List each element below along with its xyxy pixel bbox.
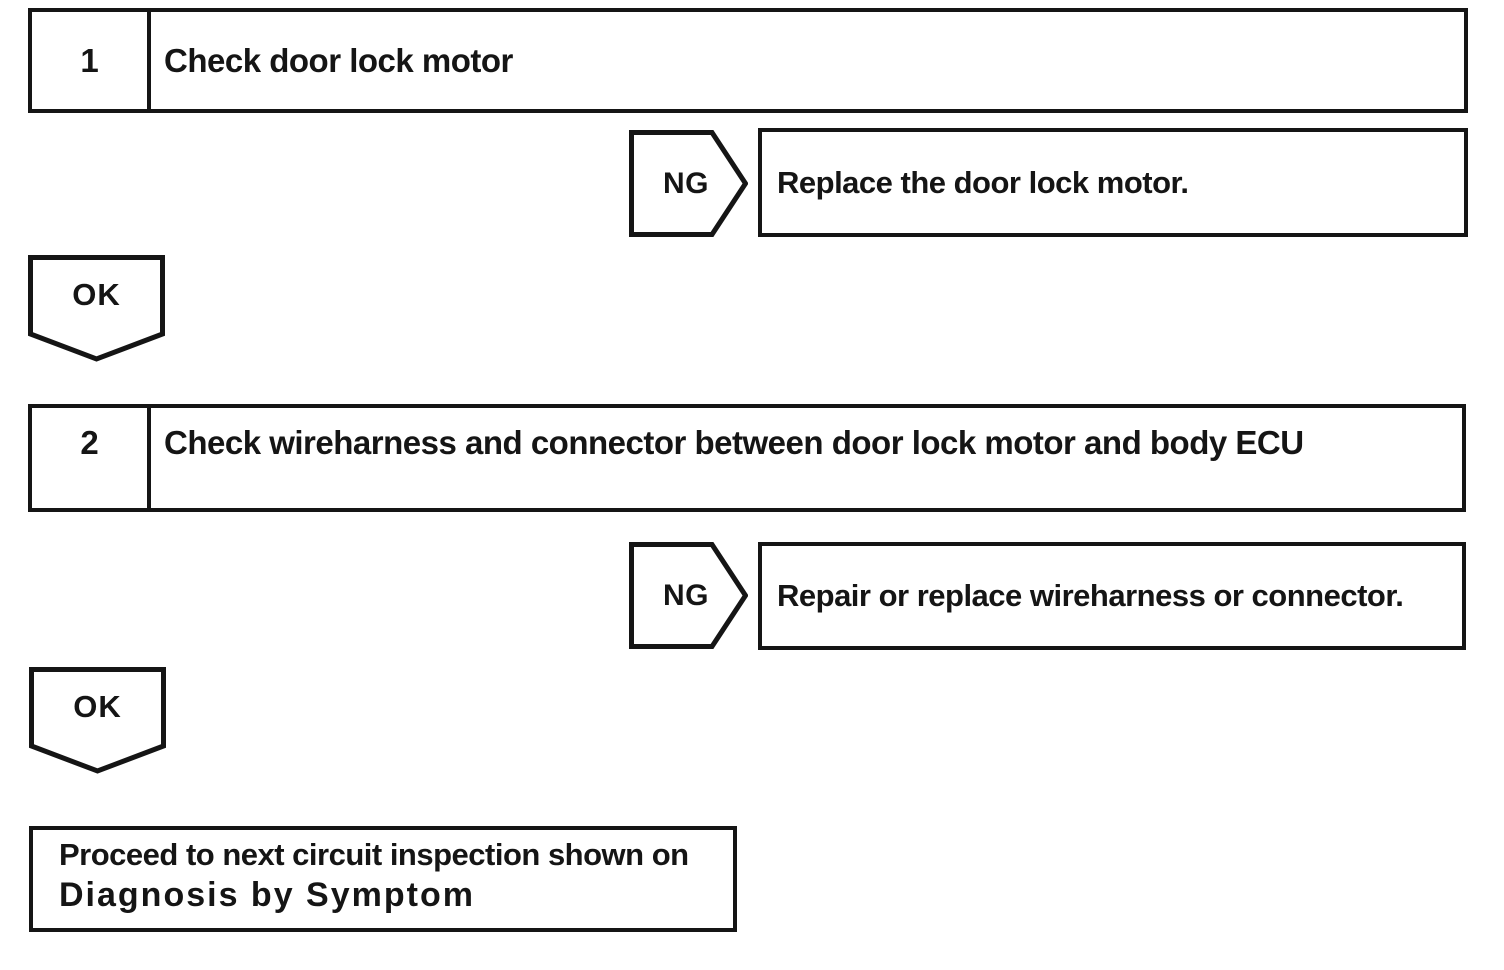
ng-action-1-box: Replace the door lock motor.	[758, 128, 1468, 237]
step-2-box: 2 Check wireharness and connector betwee…	[28, 404, 1466, 512]
step-1-number: 1	[32, 12, 151, 109]
ng-arrow-icon	[629, 542, 749, 649]
ng-connector-1: NG	[629, 130, 749, 237]
ng-connector-1-label: NG	[663, 166, 709, 200]
step-1-box: 1 Check door lock motor	[28, 8, 1468, 113]
ng-connector-2: NG	[629, 542, 749, 649]
ng-action-2-text: Repair or replace wireharness or connect…	[777, 578, 1404, 613]
ng-arrow-icon	[629, 130, 749, 237]
ok-pentagon-icon	[28, 255, 165, 362]
ng-action-2-box: Repair or replace wireharness or connect…	[758, 542, 1466, 650]
ok-connector-1: OK	[28, 255, 165, 362]
step-2-title: Check wireharness and connector between …	[164, 424, 1304, 461]
ng-action-1-text: Replace the door lock motor.	[777, 164, 1189, 200]
final-action-box: Proceed to next circuit inspection shown…	[29, 826, 737, 932]
ng-connector-2-label: NG	[663, 578, 709, 612]
step-1-title: Check door lock motor	[164, 41, 513, 79]
ok-connector-2-label: OK	[73, 689, 122, 724]
step-2-number: 2	[32, 408, 151, 508]
final-action-line-1: Proceed to next circuit inspection shown…	[59, 837, 689, 872]
final-action-line-2: Diagnosis by Symptom	[59, 876, 475, 914]
ok-connector-1-label: OK	[72, 277, 121, 312]
ok-connector-2: OK	[29, 667, 166, 774]
ok-pentagon-icon	[29, 667, 166, 774]
